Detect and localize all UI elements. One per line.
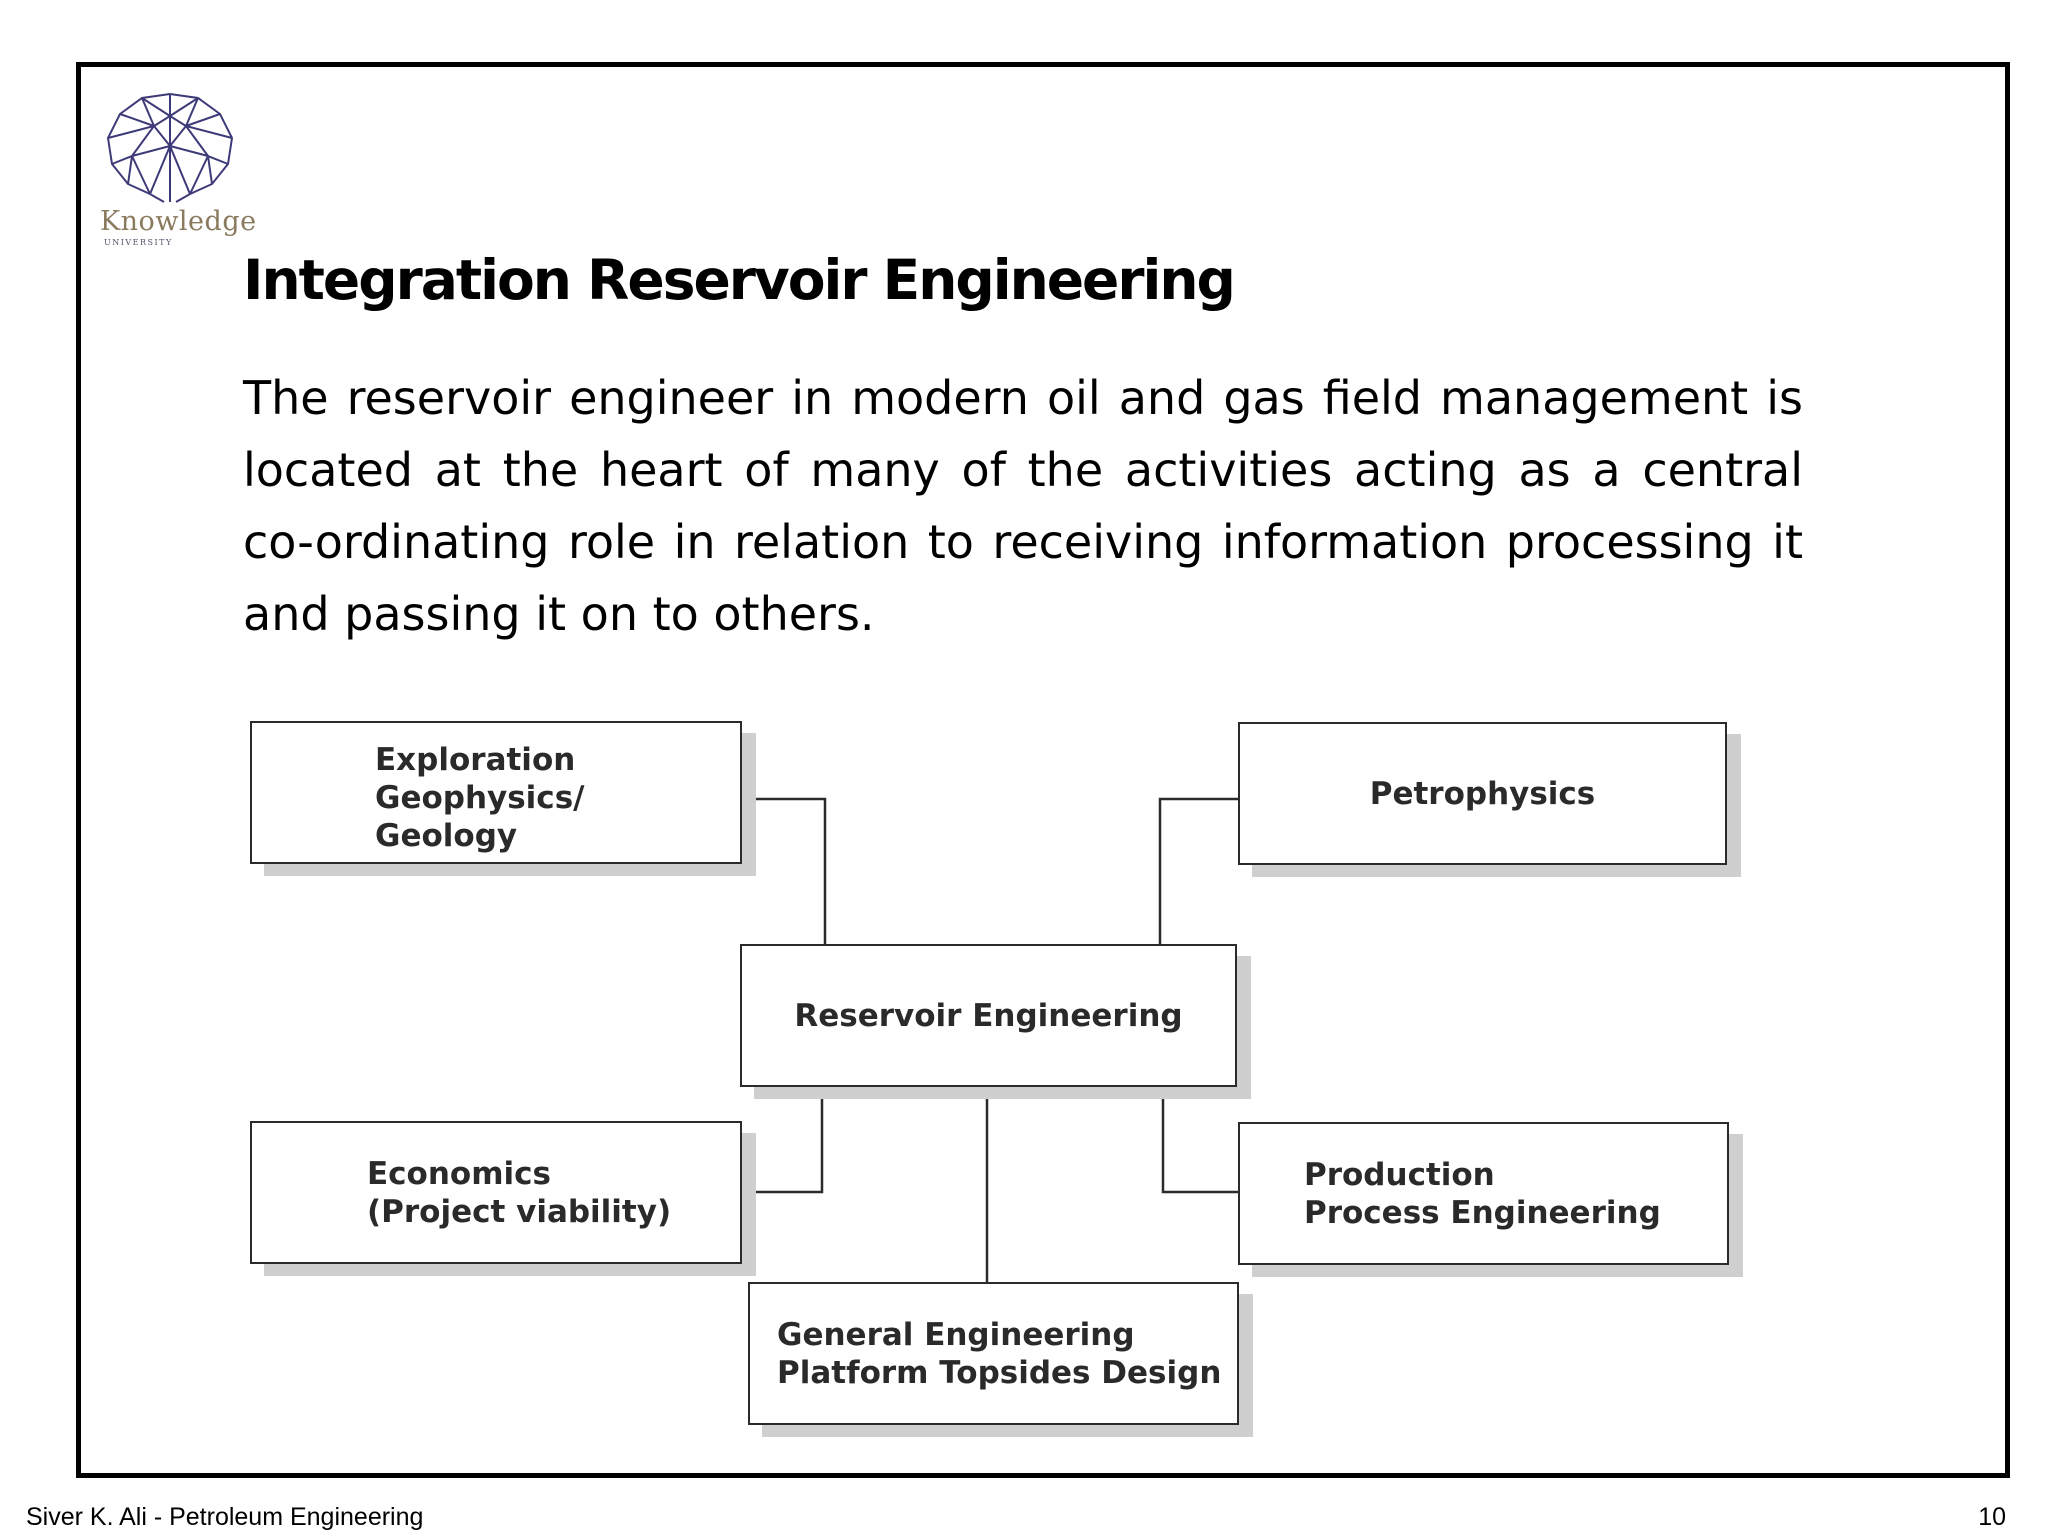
general-engineering-box: General Engineering Platform Topsides De… <box>748 1282 1239 1425</box>
production-line-2: Process Engineering <box>1304 1195 1661 1231</box>
logo-wordmark: Knowledge <box>100 206 257 237</box>
exploration-line-2: Geophysics/ <box>375 780 585 816</box>
exploration-line-1: Exploration <box>375 742 576 778</box>
general-engineering-line-2: Platform Topsides Design <box>777 1355 1222 1391</box>
footer-author: Siver K. Ali - Petroleum Engineering <box>26 1503 424 1531</box>
logo-subtitle: UNIVERSITY <box>104 238 173 247</box>
university-logo: Knowledge UNIVERSITY <box>100 86 257 256</box>
economics-line-2: (Project viability) <box>367 1194 672 1230</box>
slide-title: Integration Reservoir Engineering <box>243 248 1236 312</box>
economics-line-1: Economics <box>367 1156 551 1192</box>
production-line-1: Production <box>1304 1157 1495 1193</box>
economics-box: Economics (Project viability) <box>250 1121 742 1264</box>
petrophysics-box: Petrophysics <box>1238 722 1727 865</box>
production-box: Production Process Engineering <box>1238 1122 1729 1265</box>
petrophysics-label: Petrophysics <box>1369 775 1596 812</box>
reservoir-engineering-box: Reservoir Engineering <box>740 944 1237 1087</box>
exploration-box: Exploration Geophysics/ Geology <box>250 721 742 864</box>
exploration-line-3: Geology <box>375 818 518 854</box>
page-number: 10 <box>1978 1503 2006 1531</box>
brain-network-icon <box>106 93 234 203</box>
reservoir-engineering-label: Reservoir Engineering <box>794 997 1183 1034</box>
general-engineering-line-1: General Engineering <box>777 1317 1135 1353</box>
slide-paragraph: The reservoir engineer in modern oil and… <box>243 371 1803 641</box>
